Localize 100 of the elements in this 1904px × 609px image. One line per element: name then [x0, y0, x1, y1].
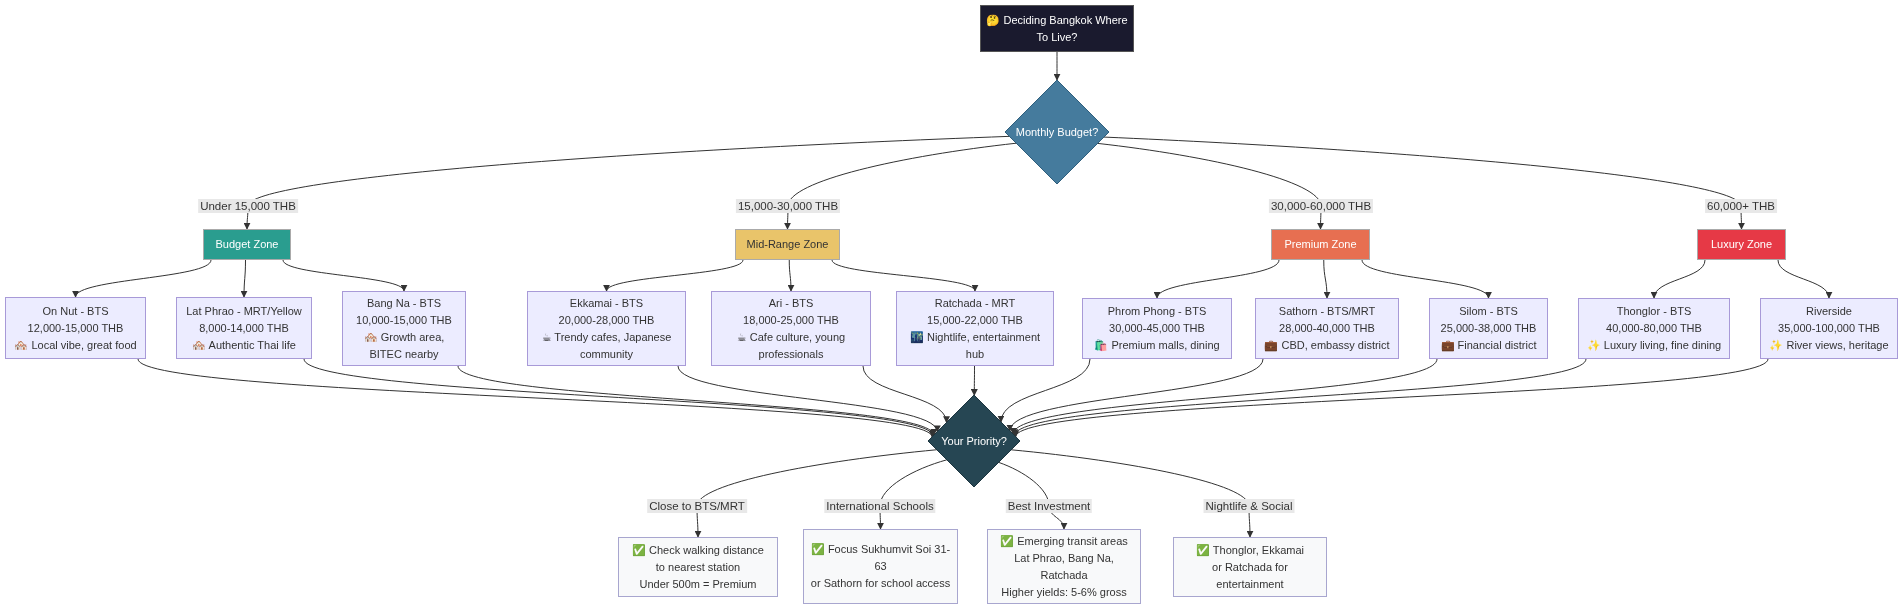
- area-box: [342, 291, 466, 366]
- node-text: Ekkamai - BTS: [569, 295, 644, 311]
- arrow: [240, 259, 248, 298]
- node-text: 25,000-38,000 THB: [1440, 321, 1537, 336]
- node-text: or Sathorn for school access: [810, 576, 951, 591]
- node-text: Ratchada - MRT: [934, 295, 1016, 311]
- arrow: [1777, 259, 1831, 299]
- arrow: [243, 135, 1010, 230]
- result-box: [618, 537, 778, 597]
- node-text: 30,000-45,000 THB: [1109, 321, 1205, 336]
- arrow: [1156, 259, 1280, 299]
- arrow: [999, 358, 1091, 423]
- node-text: 28,000-40,000 THB: [1279, 321, 1375, 336]
- node-text: 40,000-80,000 THB: [1606, 321, 1702, 336]
- decision-diamond: [1005, 80, 1109, 184]
- result-box: [987, 529, 1141, 604]
- node-text: Lat Phrao, Bang Na, Ratchada: [1013, 550, 1115, 583]
- arrow: [1010, 449, 1254, 538]
- area-box: [176, 297, 312, 359]
- node-text: 💼 CBD, embassy district: [1264, 338, 1390, 354]
- arrow: [606, 259, 744, 292]
- node-text: ✅ Thonglor, Ekkamai: [1196, 542, 1304, 558]
- arrow: [831, 259, 976, 292]
- node-text: ☕ Cafe culture, young professionals: [735, 329, 847, 362]
- node-text: ✅ Emerging transit areas: [1000, 533, 1128, 549]
- result-box: [803, 529, 958, 604]
- arrow: [877, 459, 948, 530]
- node-text: 35,000-100,000 THB: [1778, 321, 1880, 336]
- node-text: Mid-Range Zone: [746, 237, 829, 252]
- area-box: [896, 291, 1054, 366]
- node-text: 🏘 Growth area, BITEC nearby: [362, 329, 446, 362]
- arrow: [694, 449, 938, 538]
- node-text: Premium Zone: [1284, 237, 1357, 252]
- zone-box: [1271, 229, 1370, 260]
- node-text: 18,000-25,000 THB: [743, 312, 839, 328]
- decision-diamond: [928, 395, 1020, 487]
- arrow: [970, 365, 978, 396]
- node-text: 8,000-14,000 THB: [199, 320, 289, 336]
- node-text: 10,000-15,000 THB: [356, 312, 452, 328]
- node-text: 🛍 Premium malls, dining: [1094, 338, 1220, 353]
- arrow: [1361, 259, 1489, 299]
- node-text: Phrom Phong - BTS: [1107, 304, 1207, 319]
- area-box: [5, 297, 146, 359]
- area-box: [1082, 298, 1232, 359]
- arrow: [137, 358, 933, 438]
- node-text: 15,000-22,000 THB: [927, 312, 1023, 328]
- node-text: Lat Phrao - MRT/Yellow: [186, 303, 302, 319]
- zone-box: [1697, 229, 1786, 260]
- node-text: ☕ Trendy cafes, Japanese community: [540, 329, 673, 362]
- node-text: 20,000-28,000 THB: [558, 312, 655, 328]
- node-text: or Ratchada for entertainment: [1211, 559, 1289, 592]
- edge-label: Best Investment: [1005, 499, 1093, 513]
- arrow: [1097, 142, 1324, 230]
- area-box: [711, 291, 871, 366]
- zone-box: [735, 229, 840, 260]
- node-text: Bang Na - BTS: [367, 295, 441, 311]
- edge-label: 60,000+ THB: [1705, 199, 1777, 213]
- area-box: [1578, 298, 1730, 359]
- area-box: [1255, 298, 1399, 359]
- edge-label: Nightlife & Social: [1203, 499, 1295, 513]
- node-text: Ari - BTS: [768, 295, 814, 311]
- node-text: 💼 Financial district: [1440, 338, 1537, 354]
- arrow: [862, 365, 949, 424]
- area-box: [527, 291, 686, 366]
- result-box: [1173, 537, 1327, 597]
- zone-box: [203, 229, 291, 260]
- node-text: 🏘 Authentic Thai life: [192, 337, 296, 353]
- node-text: ✅ Check walking distance: [632, 542, 764, 558]
- node-text: Higher yields: 5-6% gross: [1001, 584, 1127, 600]
- node-text: ✨ Luxury living, fine dining: [1586, 338, 1722, 353]
- node-text: 🌃 Nightlife, entertainment hub: [908, 329, 1042, 362]
- node-text: Your Priority?: [941, 433, 1007, 449]
- arrow: [1652, 259, 1706, 299]
- area-box: [1760, 298, 1898, 359]
- node-text: Thonglor - BTS: [1616, 304, 1692, 319]
- node-text: Under 500m = Premium: [639, 576, 757, 592]
- start-box: [980, 5, 1134, 52]
- arrow: [787, 259, 795, 292]
- arrow: [1103, 136, 1745, 230]
- node-text: 12,000-15,000 THB: [27, 320, 124, 336]
- edge-label: International Schools: [824, 499, 936, 513]
- node-text: 🏘 Local vibe, great food: [14, 337, 137, 353]
- node-text: Sathorn - BTS/MRT: [1278, 304, 1376, 319]
- arrow: [1053, 51, 1061, 81]
- arrow: [784, 142, 1017, 230]
- arrow: [1323, 259, 1331, 299]
- node-text: ✨ River views, heritage: [1769, 338, 1889, 353]
- edge-label: Under 15,000 THB: [198, 199, 298, 213]
- node-text: to nearest station: [655, 559, 741, 575]
- edge-label: 15,000-30,000 THB: [735, 199, 841, 213]
- node-text: On Nut - BTS: [42, 303, 109, 319]
- area-box: [1429, 298, 1548, 359]
- arrow: [1015, 358, 1769, 438]
- edge-label: Close to BTS/MRT: [647, 499, 747, 513]
- node-text: 🤔 Deciding Bangkok Where To Live?: [985, 12, 1129, 45]
- node-text: Riverside: [1806, 304, 1852, 319]
- edge-label: 30,000-60,000 THB: [1268, 199, 1374, 213]
- arrow: [282, 259, 405, 292]
- node-text: Silom - BTS: [1459, 304, 1518, 319]
- node-text: Luxury Zone: [1710, 237, 1773, 252]
